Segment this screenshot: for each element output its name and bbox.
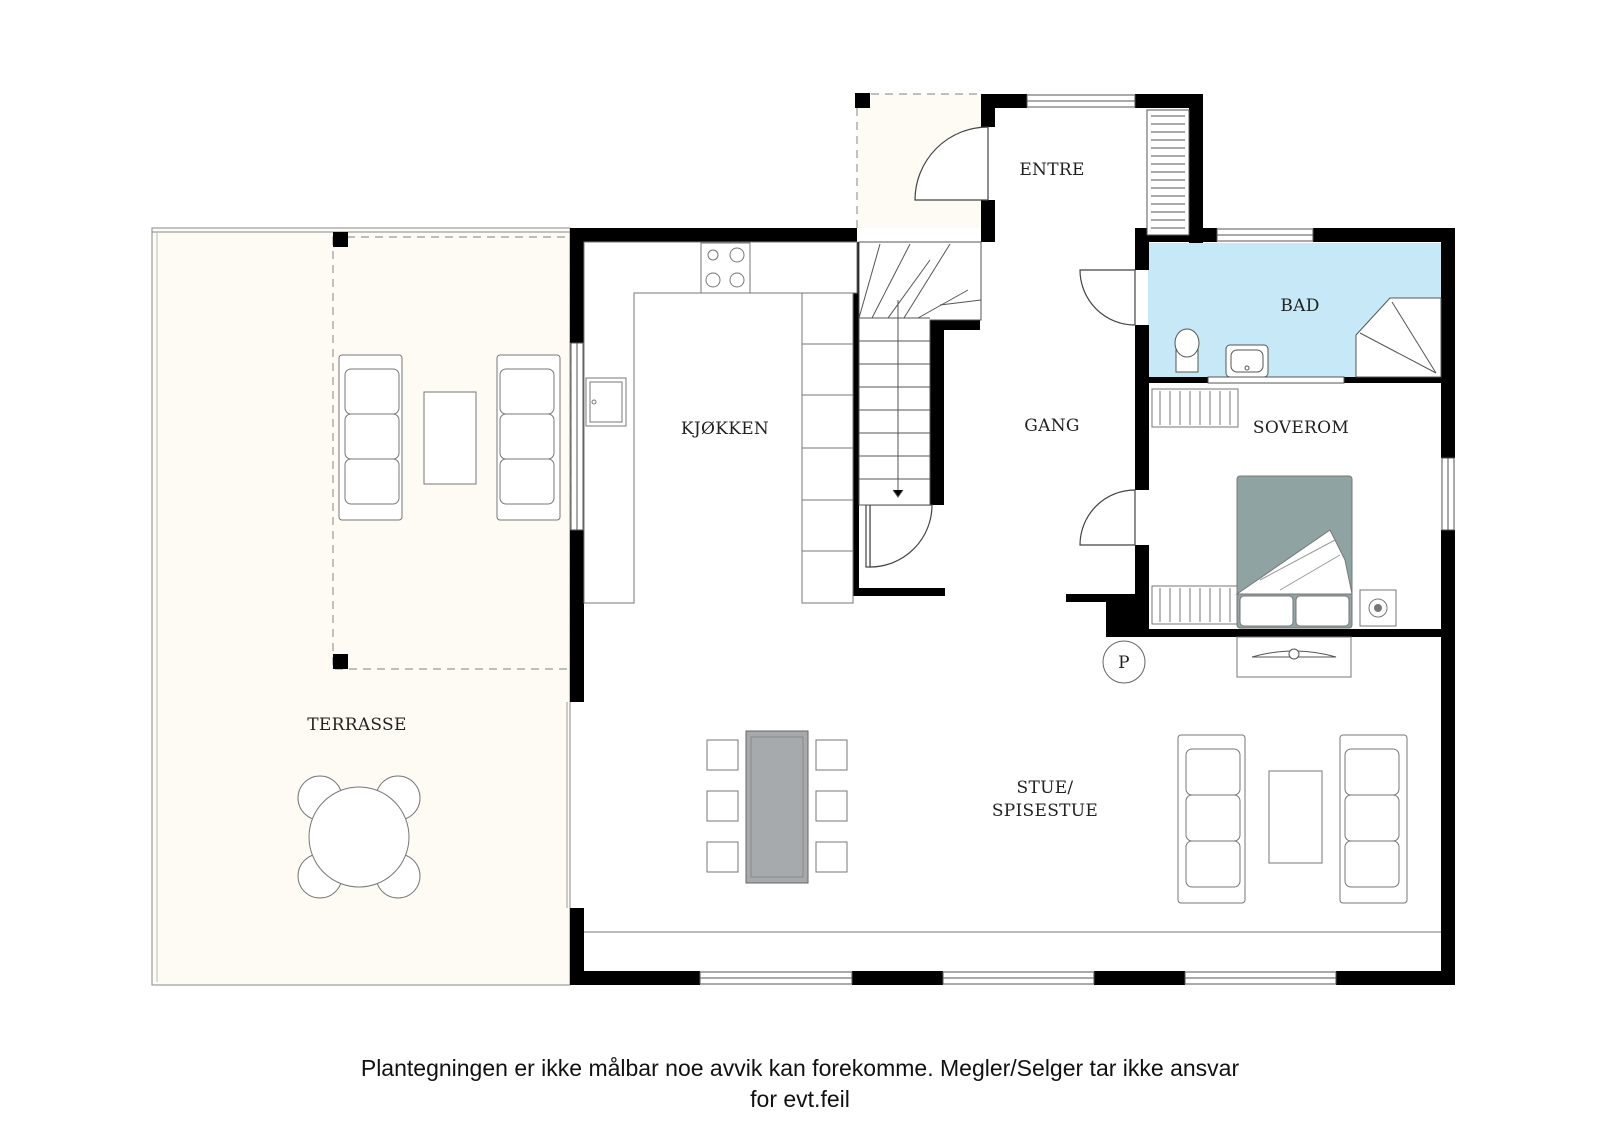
pergola-outline xyxy=(332,236,571,670)
room-label-terrasse: TERRASSE xyxy=(307,715,406,735)
wardrobe xyxy=(1151,585,1239,625)
burner xyxy=(705,272,721,288)
room-label-gang: GANG xyxy=(1024,416,1080,436)
room-label-entre: ENTRE xyxy=(1019,160,1084,180)
windows xyxy=(570,94,1455,985)
stair-door xyxy=(869,504,933,568)
bathroom-door xyxy=(1079,269,1136,326)
coffee-table xyxy=(1268,770,1323,864)
toilet-bowl xyxy=(1174,328,1200,358)
pillow xyxy=(1239,595,1294,627)
dining-chair xyxy=(706,739,739,771)
bedroom-fixtures xyxy=(1151,388,1397,678)
dining-table xyxy=(745,730,809,884)
room-label-kjokken: KJØKKEN xyxy=(681,419,769,439)
room-label-stue: STUE/ xyxy=(1017,778,1074,798)
bathroom-fixtures xyxy=(1174,297,1442,378)
pergola-post xyxy=(333,232,348,247)
burner xyxy=(707,249,719,261)
dining-chair xyxy=(815,841,848,873)
coat-rack xyxy=(1146,109,1190,236)
shower xyxy=(1355,297,1442,378)
room-label-bad: BAD xyxy=(1280,296,1319,316)
lounge-set xyxy=(1177,734,1408,904)
disclaimer-line-1: Plantegningen er ikke målbar noe avvik k… xyxy=(360,1055,1240,1081)
doors xyxy=(865,126,1136,568)
dining-chair xyxy=(706,841,739,873)
p-symbol-label: P xyxy=(1118,653,1130,673)
bedroom-door xyxy=(1079,489,1136,546)
pergola-post xyxy=(333,654,348,669)
front-door xyxy=(914,126,989,201)
walls xyxy=(570,94,1455,985)
room-label-spisestue: SPISESTUE xyxy=(992,801,1098,821)
wardrobe xyxy=(1151,388,1239,428)
porch-post xyxy=(855,93,870,108)
burner xyxy=(729,247,745,263)
kitchen-counter xyxy=(583,241,858,604)
sliding-door xyxy=(1207,376,1345,384)
kitchen-fixtures xyxy=(583,241,858,604)
burner xyxy=(729,272,745,288)
dining-chair xyxy=(706,790,739,822)
disclaimer-line-2: for evt.feil xyxy=(750,1086,850,1112)
room-labels: ENTRE BAD KJØKKEN GANG SOVEROM TERRASSE … xyxy=(307,160,1349,821)
terrace-furniture xyxy=(297,354,561,899)
dining-set xyxy=(706,730,848,884)
terrace-table xyxy=(423,391,477,485)
round-table xyxy=(308,786,410,888)
dining-chair xyxy=(815,790,848,822)
dining-chair xyxy=(815,739,848,771)
disclaimer: Plantegningen er ikke målbar noe avvik k… xyxy=(0,1053,1600,1115)
staircase xyxy=(858,241,982,506)
pillow xyxy=(1295,595,1350,627)
p-symbol-circle xyxy=(1102,640,1146,684)
room-label-soverom: SOVEROM xyxy=(1253,418,1349,438)
